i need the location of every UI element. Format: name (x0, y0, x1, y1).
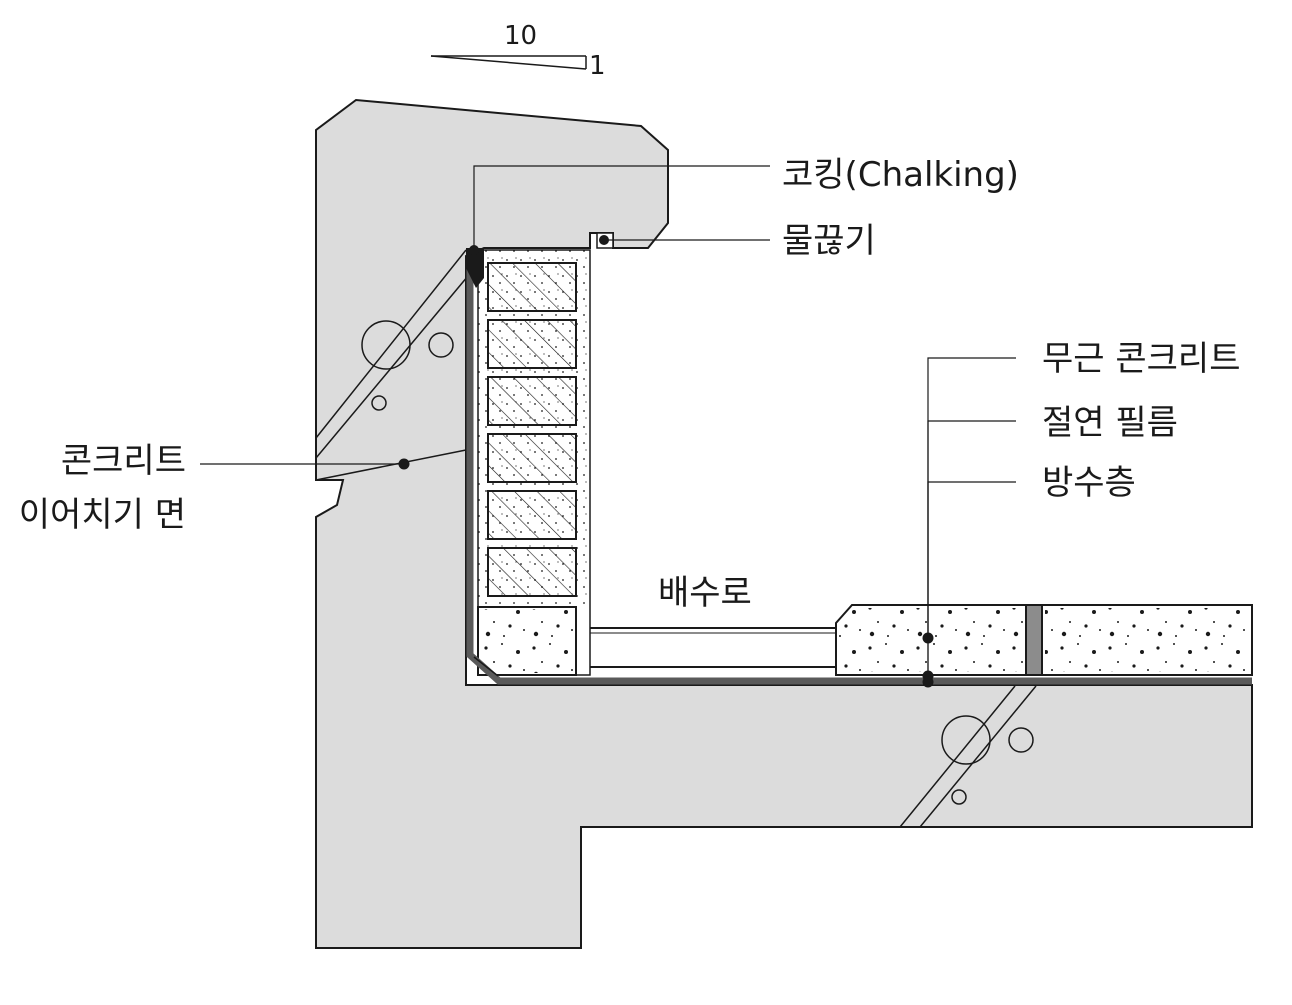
leader-caulking (469, 165, 770, 255)
base-concrete-speckle (480, 609, 574, 673)
rebar-line (899, 685, 1016, 828)
rebar-line (919, 685, 1037, 828)
slope-run-label: 10 (504, 21, 537, 51)
brick (487, 547, 577, 597)
slope-rise-label: 1 (589, 51, 606, 81)
label-cold-joint-1: 콘크리트 (61, 441, 186, 481)
expansion-joint-sealant (1025, 604, 1043, 676)
label-insulation-film: 절연 필름 (1042, 403, 1178, 443)
label-cold-joint-2: 이어치기 면 (19, 495, 186, 535)
caulking-bead (466, 248, 484, 288)
cold-joint-line (315, 449, 467, 481)
brick (487, 433, 577, 483)
rebar-line (315, 249, 467, 439)
rebar-circle (371, 395, 387, 411)
brick (487, 490, 577, 540)
label-plain-concrete: 무근 콘크리트 (1042, 339, 1241, 379)
drain-channel (590, 627, 836, 668)
plain-concrete-speckle (1045, 608, 1250, 672)
rebar-circle (361, 320, 411, 370)
label-caulking: 코킹(Chalking) (782, 155, 1019, 195)
brick (487, 319, 577, 369)
leader-plain-concrete (922, 357, 1016, 644)
leader-cold-joint (200, 458, 410, 470)
slope-indicator: 10 1 (430, 21, 606, 81)
brick (487, 262, 577, 312)
rebar-circle (941, 715, 991, 765)
rebar-circle (428, 332, 454, 358)
leader-drip (599, 235, 770, 245)
label-drip: 물끊기 (782, 221, 876, 261)
waterproofing-chamfer (473, 656, 499, 677)
brick-stack (487, 262, 577, 597)
waterproofing-layer (466, 252, 1252, 685)
rebar-circle (951, 789, 967, 805)
leader-waterproof (922, 481, 1016, 688)
rebar-line (315, 263, 479, 459)
label-waterproof-layer: 방수층 (1042, 463, 1136, 503)
rebar-circle (1008, 727, 1034, 753)
brick (487, 376, 577, 426)
label-drain: 배수로 (658, 573, 752, 613)
